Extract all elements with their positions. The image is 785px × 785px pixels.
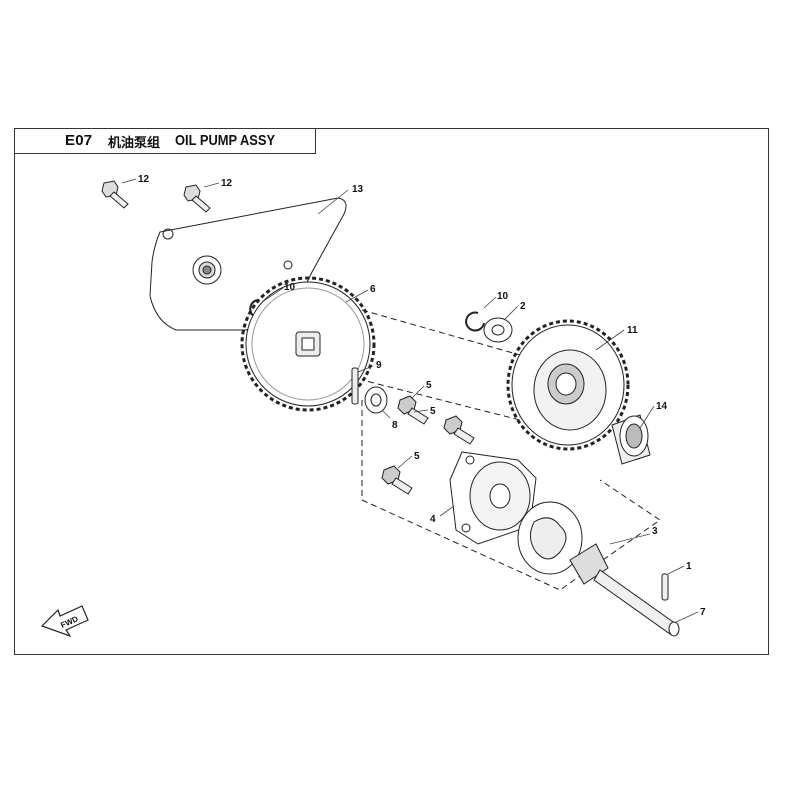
washer-part-8 (364, 386, 388, 414)
pin-part-9 (351, 367, 359, 405)
callout-7: 7 (700, 607, 706, 618)
pin-part-1 (661, 573, 669, 601)
assembly-guide-upper (361, 309, 521, 421)
pump-body-part-4 (449, 451, 537, 545)
diagram-frame (14, 128, 769, 655)
leader-lines (121, 178, 699, 623)
callout-5-a: 5 (426, 380, 432, 391)
circlip-part-10-b (465, 311, 485, 332)
callout-12-a: 12 (138, 174, 150, 185)
assembly-guide-lower (361, 400, 661, 591)
title-box: E07 机油泵组 OIL PUMP ASSY (14, 128, 316, 154)
shaft-part-7 (593, 569, 680, 637)
callout-10-a: 10 (284, 282, 296, 293)
callout-4: 4 (430, 514, 436, 525)
title-code: E07 (65, 132, 93, 149)
callout-5-b: 5 (430, 406, 436, 417)
bolt-part-12-a (101, 180, 129, 209)
bolt-part-5-c (381, 465, 413, 495)
fwd-arrow-icon (40, 605, 89, 638)
gear-part-11 (506, 319, 630, 451)
callout-3: 3 (652, 526, 658, 537)
callout-5-c: 5 (414, 451, 420, 462)
title-chinese: 机油泵组 (108, 136, 161, 151)
washer-part-2 (483, 317, 513, 343)
bolt-part-5-a (397, 395, 429, 425)
callout-6: 6 (370, 284, 376, 295)
callout-14: 14 (656, 401, 668, 412)
callout-10-b: 10 (497, 291, 509, 302)
callout-2: 2 (520, 301, 526, 312)
bolt-part-5-b (443, 415, 475, 445)
callout-13: 13 (352, 184, 364, 195)
callout-8: 8 (392, 420, 398, 431)
callout-11: 11 (627, 325, 638, 336)
callout-12-b: 12 (221, 178, 233, 189)
bolt-part-12-b (183, 184, 211, 213)
rotor-set-part-3 (517, 501, 609, 585)
title-english: OIL PUMP ASSY (175, 132, 276, 149)
callout-9: 9 (376, 360, 382, 371)
callout-1: 1 (686, 561, 692, 572)
gear-part-6 (240, 276, 376, 412)
